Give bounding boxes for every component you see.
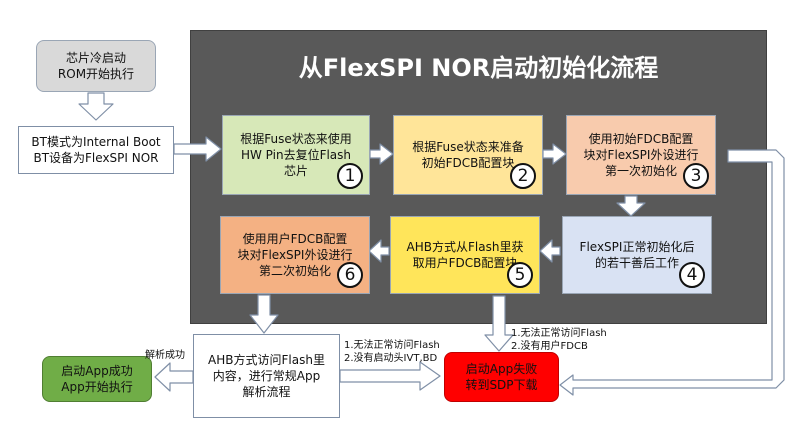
arrow-step5-to-step6 (368, 239, 390, 263)
arrow-step3-to-fail (559, 149, 785, 396)
step-3-line-1: 使用初始FDCB配置 (588, 132, 694, 146)
note-left-line-1: 1.无法正常访问Flash (344, 340, 440, 351)
step-6-line-1: 使用用户FDCB配置 (242, 232, 348, 246)
arrow-step4-to-step5 (539, 239, 561, 263)
arrow-step6-to-ahb (249, 294, 279, 334)
success-line-2: App开始执行 (61, 380, 133, 394)
step-6-number: 6 (337, 262, 363, 288)
step-3-line-3: 第一次初始化 (604, 164, 677, 178)
arrow-bt-to-step1 (173, 136, 222, 162)
step-1-line-1: 根据Fuse状态来使用 (240, 132, 352, 146)
step-4-line-2: 的若干善后工作 (594, 256, 679, 270)
step-5-box: AHB方式从Flash里获 取用户FDCB配置块 5 (390, 216, 540, 294)
step-2-number: 2 (510, 163, 536, 189)
note-right-line-1: 1.无法正常访问Flash (511, 328, 607, 339)
step-5-number: 5 (507, 262, 533, 288)
step-3-number: 3 (683, 163, 709, 189)
step-4-line-1: FlexSPI正常初始化后 (579, 240, 695, 254)
cold-boot-line-1: 芯片冷启动 (65, 51, 126, 65)
note-right: 1.无法正常访问Flash 2.没有用户FDCB (511, 327, 607, 353)
step-6-box: 使用用户FDCB配置 块对FlexSPI外设进行 第二次初始化 6 (220, 216, 370, 294)
note-left: 1.无法正常访问Flash 2.没有启动头IVT,BD (344, 339, 440, 365)
cold-boot-box: 芯片冷启动 ROM开始执行 (36, 40, 156, 92)
fail-line-1: 启动App失败 (465, 362, 538, 376)
fail-line-2: 转到SDP下载 (465, 378, 538, 392)
arrow-ahb-to-fail (339, 361, 441, 391)
step-1-number: 1 (337, 163, 363, 189)
step-2-line-2: 初始FDCB配置块 (421, 156, 515, 170)
parse-success-label: 解析成功 (145, 350, 185, 361)
fail-box: 启动App失败 转到SDP下载 (444, 352, 559, 402)
arrow-step5-to-fail (484, 295, 514, 352)
step-2-line-1: 根据Fuse状态来准备 (412, 140, 524, 154)
ahb-parse-line-2: 内容，进行常规App (212, 369, 321, 383)
step-1-line-3: 芯片 (283, 164, 308, 178)
arrow-ahb-to-success (154, 362, 194, 392)
step-3-line-2: 块对FlexSPI外设进行 (583, 148, 699, 162)
ahb-parse-box: AHB方式访问Flash里 内容，进行常规App 解析流程 (193, 334, 340, 418)
step-1-line-2: HW Pin去复位Flash (240, 148, 352, 162)
bt-mode-line-1: BT模式为Internal Boot (31, 135, 161, 149)
step-3-box: 使用初始FDCB配置 块对FlexSPI外设进行 第一次初始化 3 (566, 115, 716, 195)
note-right-line-2: 2.没有用户FDCB (511, 341, 588, 352)
bt-mode-line-2: BT设备为FlexSPI NOR (33, 151, 159, 165)
arrow-step1-to-step2 (369, 143, 394, 165)
step-6-line-2: 块对FlexSPI外设进行 (237, 248, 353, 262)
step-4-number: 4 (679, 262, 705, 288)
step-5-line-1: AHB方式从Flash里获 (406, 240, 524, 254)
success-box: 启动App成功 App开始执行 (42, 356, 152, 402)
step-1-box: 根据Fuse状态来使用 HW Pin去复位Flash 芯片 1 (222, 115, 370, 195)
step-5-line-2: 取用户FDCB配置块 (412, 256, 518, 270)
step-2-box: 根据Fuse状态来准备 初始FDCB配置块 2 (393, 115, 543, 195)
ahb-parse-line-1: AHB方式访问Flash里 (208, 353, 325, 367)
arrow-step2-to-step3 (542, 143, 567, 165)
note-left-line-2: 2.没有启动头IVT,BD (344, 353, 438, 364)
arrow-step3-to-step4 (616, 195, 646, 217)
step-4-box: FlexSPI正常初始化后 的若干善后工作 4 (562, 216, 712, 294)
cold-boot-line-2: ROM开始执行 (57, 67, 135, 81)
diagram-title: 从FlexSPI NOR启动初始化流程 (298, 54, 659, 82)
success-line-1: 启动App成功 (61, 364, 133, 378)
arrow-coldboot-to-bt (78, 92, 114, 121)
step-6-line-3: 第二次初始化 (258, 264, 331, 278)
bt-mode-box: BT模式为Internal Boot BT设备为FlexSPI NOR (18, 126, 174, 174)
ahb-parse-line-3: 解析流程 (242, 385, 291, 399)
